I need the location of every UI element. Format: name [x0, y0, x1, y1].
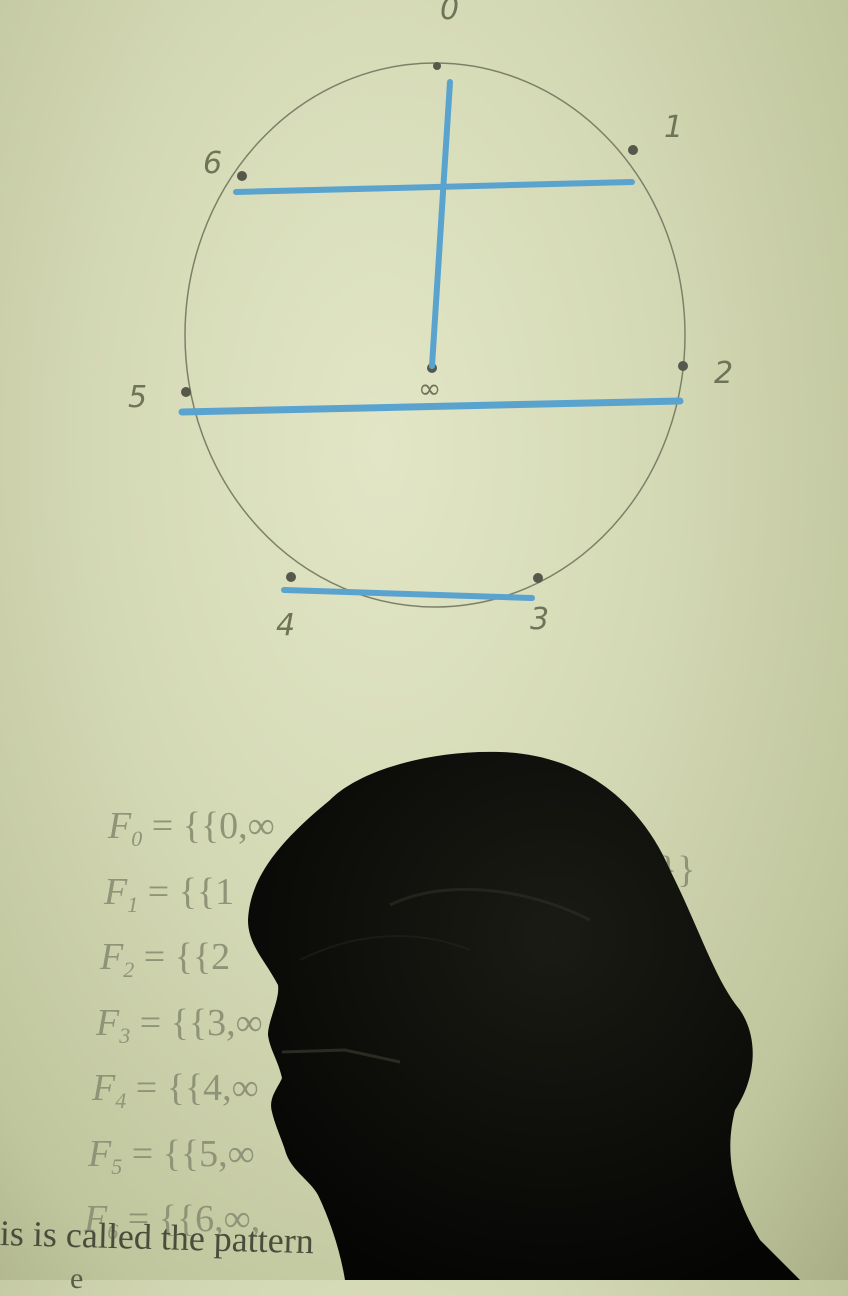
- formula-fragment-right: 5}}: [640, 849, 696, 891]
- label-infinity: ∞: [418, 372, 442, 405]
- label-6: 6: [203, 146, 223, 181]
- point-6-dot: [237, 171, 247, 181]
- chord-5-2: [178, 397, 684, 416]
- formula-subscript: 6: [107, 1219, 119, 1244]
- point-3-dot: [533, 573, 543, 583]
- label-2: 2: [714, 356, 734, 391]
- point-0-dot: [433, 62, 441, 70]
- formula-subscript: 2: [123, 957, 135, 982]
- formula-line: F1 = {{1: [104, 866, 700, 932]
- chord-4-3: [281, 587, 535, 601]
- formula-line: F6 = {{6,∞,: [84, 1193, 700, 1259]
- formula-subscript: 4: [115, 1088, 127, 1113]
- point-1-dot: [628, 145, 638, 155]
- formula-text: = {{4,∞: [135, 1067, 259, 1109]
- formula-symbol: F: [88, 1132, 112, 1175]
- point-2-dot: [678, 361, 688, 371]
- caption-text-second-line: e: [70, 1262, 84, 1295]
- formula-subscript: 1: [127, 891, 139, 917]
- formula-symbol: F: [92, 1067, 116, 1109]
- label-0: 0: [440, 0, 460, 27]
- formula-subscript: 0: [131, 826, 143, 851]
- formula-text: = {{0,∞: [151, 805, 275, 847]
- label-1: 1: [664, 110, 684, 145]
- formula-text: = {{3,∞: [139, 1001, 263, 1044]
- formula-line: F4 = {{4,∞: [92, 1062, 700, 1128]
- point-4-dot: [286, 572, 296, 582]
- formula-line: F5 = {{5,∞: [88, 1128, 700, 1194]
- caption-text: is is called the pattern: [0, 1213, 315, 1262]
- label-3: 3: [530, 602, 550, 637]
- formula-line: F2 = {{2: [100, 931, 700, 997]
- formula-subscript: 5: [111, 1153, 123, 1179]
- formula-list: F0 = {{0,∞ F1 = {{1 F2 = {{2 F3 = {{3,∞ …: [80, 800, 700, 1259]
- formula-text: = {{1: [147, 870, 235, 913]
- formula-symbol: F: [104, 870, 128, 913]
- label-4: 4: [276, 608, 296, 643]
- formula-subscript: 3: [119, 1022, 131, 1048]
- formula-symbol: F: [84, 1198, 108, 1240]
- formula-text: = {{5,∞: [131, 1132, 255, 1175]
- label-5: 5: [128, 380, 148, 415]
- formula-text: = {{2: [143, 936, 231, 978]
- formula-line: F3 = {{3,∞: [96, 997, 700, 1063]
- chord-0-infinity: [429, 79, 453, 369]
- formula-symbol: F: [100, 936, 124, 978]
- formula-text: = {{6,∞,: [127, 1198, 261, 1240]
- formula-line: F0 = {{0,∞: [108, 800, 700, 866]
- point-5-dot: [181, 387, 191, 397]
- formula-symbol: F: [108, 805, 132, 847]
- formula-symbol: F: [96, 1001, 120, 1044]
- chord-6-1: [233, 179, 635, 195]
